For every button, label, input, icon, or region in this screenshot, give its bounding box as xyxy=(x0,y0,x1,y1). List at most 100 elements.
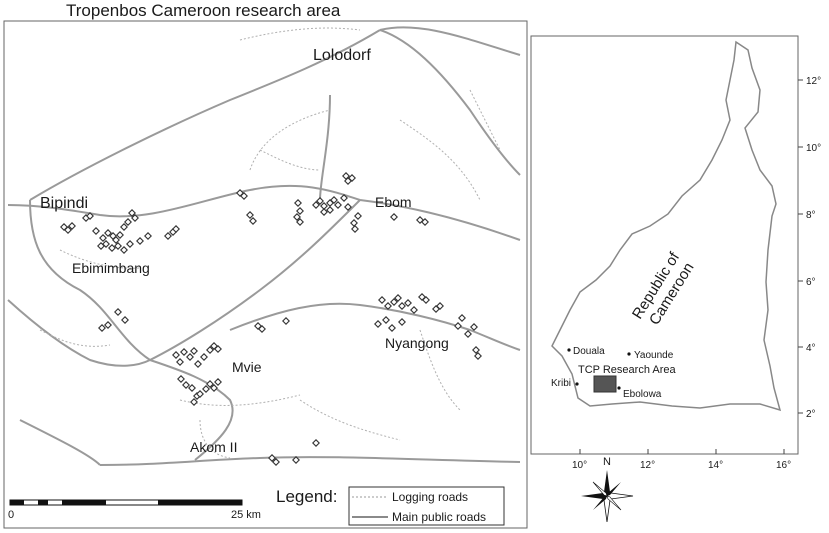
research-site-marker xyxy=(344,203,352,211)
research-site-marker xyxy=(114,242,122,250)
place-label-mvie: Mvie xyxy=(232,359,262,375)
research-site-marker xyxy=(120,246,128,254)
research-site-marker xyxy=(249,217,257,225)
research-site-marker xyxy=(172,225,180,233)
longitude-tick-label: 16° xyxy=(776,460,791,471)
research-site-marker xyxy=(98,324,106,332)
research-site-marker xyxy=(330,196,338,204)
road-segment xyxy=(7,184,521,241)
inset-map: Republic of Cameroon Douala Yaounde TCP … xyxy=(530,35,821,471)
logging-road xyxy=(39,329,111,347)
research-site-marker xyxy=(316,197,324,205)
logging-road xyxy=(399,119,481,201)
research-site-marker xyxy=(214,345,222,353)
research-site-marker xyxy=(293,213,301,221)
north-label: N xyxy=(603,456,611,468)
road-segment xyxy=(29,29,381,201)
map-title: Tropenbos Cameroon research area xyxy=(66,1,341,20)
research-site-marker xyxy=(182,381,190,389)
logging-road xyxy=(199,419,231,459)
city-dot-ebolowa xyxy=(617,386,621,390)
logging-road xyxy=(469,89,501,151)
road-segment xyxy=(229,302,521,351)
road-segment xyxy=(7,299,151,367)
research-site-marker xyxy=(124,218,132,226)
research-site-marker xyxy=(258,325,266,333)
scale-bar-end: 25 km xyxy=(231,509,261,521)
research-site-marker xyxy=(112,236,120,244)
city-label-douala: Douala xyxy=(573,346,605,357)
city-dot-douala xyxy=(567,348,571,352)
research-site-marker xyxy=(64,226,72,234)
research-site-marker xyxy=(200,353,208,361)
scale-bar-start: 0 xyxy=(8,509,14,521)
research-site-marker xyxy=(320,208,328,216)
research-site-marker xyxy=(422,296,430,304)
research-site-marker xyxy=(421,218,429,226)
research-site-marker xyxy=(282,317,290,325)
place-label-bipindi: Bipindi xyxy=(40,195,88,212)
research-site-marker xyxy=(458,314,466,322)
latitude-tick-label: 10° xyxy=(806,143,821,154)
research-site-marker xyxy=(92,227,100,235)
research-site-marker xyxy=(104,321,112,329)
research-site-marker xyxy=(177,375,185,383)
logging-road xyxy=(299,399,401,441)
research-site-marker xyxy=(268,454,276,462)
city-label-yaounde: Yaounde xyxy=(634,350,674,361)
place-label-lolodorf: Lolodorf xyxy=(313,47,371,64)
research-site-marker xyxy=(340,194,348,202)
road-segment xyxy=(379,29,521,176)
research-site-marker xyxy=(116,231,124,239)
latitude-ticks: 2°4°6°8°10°12° xyxy=(798,76,821,420)
legend: Legend: Logging roads Main public roads xyxy=(276,486,505,526)
research-site-marker xyxy=(86,212,94,220)
logging-road xyxy=(249,109,331,171)
research-site-marker xyxy=(394,294,402,302)
research-site-marker xyxy=(388,324,396,332)
road-segment xyxy=(29,199,151,361)
place-label-nyangong: Nyangong xyxy=(385,335,449,351)
research-site-marker xyxy=(374,320,382,328)
research-site-marker xyxy=(464,330,472,338)
research-site-marker xyxy=(398,318,406,326)
research-site-marker xyxy=(131,214,139,222)
research-site-marker xyxy=(108,244,116,252)
latitude-tick-label: 6° xyxy=(806,277,816,288)
research-site-marker xyxy=(186,353,194,361)
place-label-ebom: Ebom xyxy=(375,194,412,210)
research-site-marker xyxy=(99,234,107,242)
city-dot-kribi xyxy=(575,382,579,386)
research-site-marker xyxy=(206,346,214,354)
scale-bar: 0 25 km xyxy=(8,499,261,521)
city-label-kribi: Kribi xyxy=(551,378,571,389)
research-site-marker xyxy=(404,299,412,307)
main-map-frame xyxy=(3,20,528,529)
research-site-marker xyxy=(102,240,110,248)
research-site-marker xyxy=(384,302,392,310)
research-site-marker xyxy=(378,296,386,304)
cameroon-outline xyxy=(551,40,782,412)
logging-road xyxy=(259,149,321,171)
research-site-marker xyxy=(210,342,218,350)
research-site-marker xyxy=(60,223,68,231)
research-site-marker xyxy=(350,219,358,227)
road-segment xyxy=(319,94,331,201)
research-site-marker xyxy=(312,201,320,209)
research-site-marker xyxy=(114,308,122,316)
research-site-marker xyxy=(312,439,320,447)
research-site-marker xyxy=(416,216,424,224)
research-site-marker xyxy=(398,302,406,310)
road-segment xyxy=(149,199,361,361)
research-site-marker xyxy=(214,378,222,386)
legend-public-label: Main public roads xyxy=(392,510,486,524)
research-site-marker xyxy=(144,232,152,240)
research-site-marker xyxy=(454,322,462,330)
logging-road xyxy=(59,249,141,269)
research-site-marker xyxy=(390,298,398,306)
research-site-marker xyxy=(206,380,214,388)
research-site-marker xyxy=(236,189,244,197)
road-segment xyxy=(99,456,521,466)
research-site-marker xyxy=(294,199,302,207)
